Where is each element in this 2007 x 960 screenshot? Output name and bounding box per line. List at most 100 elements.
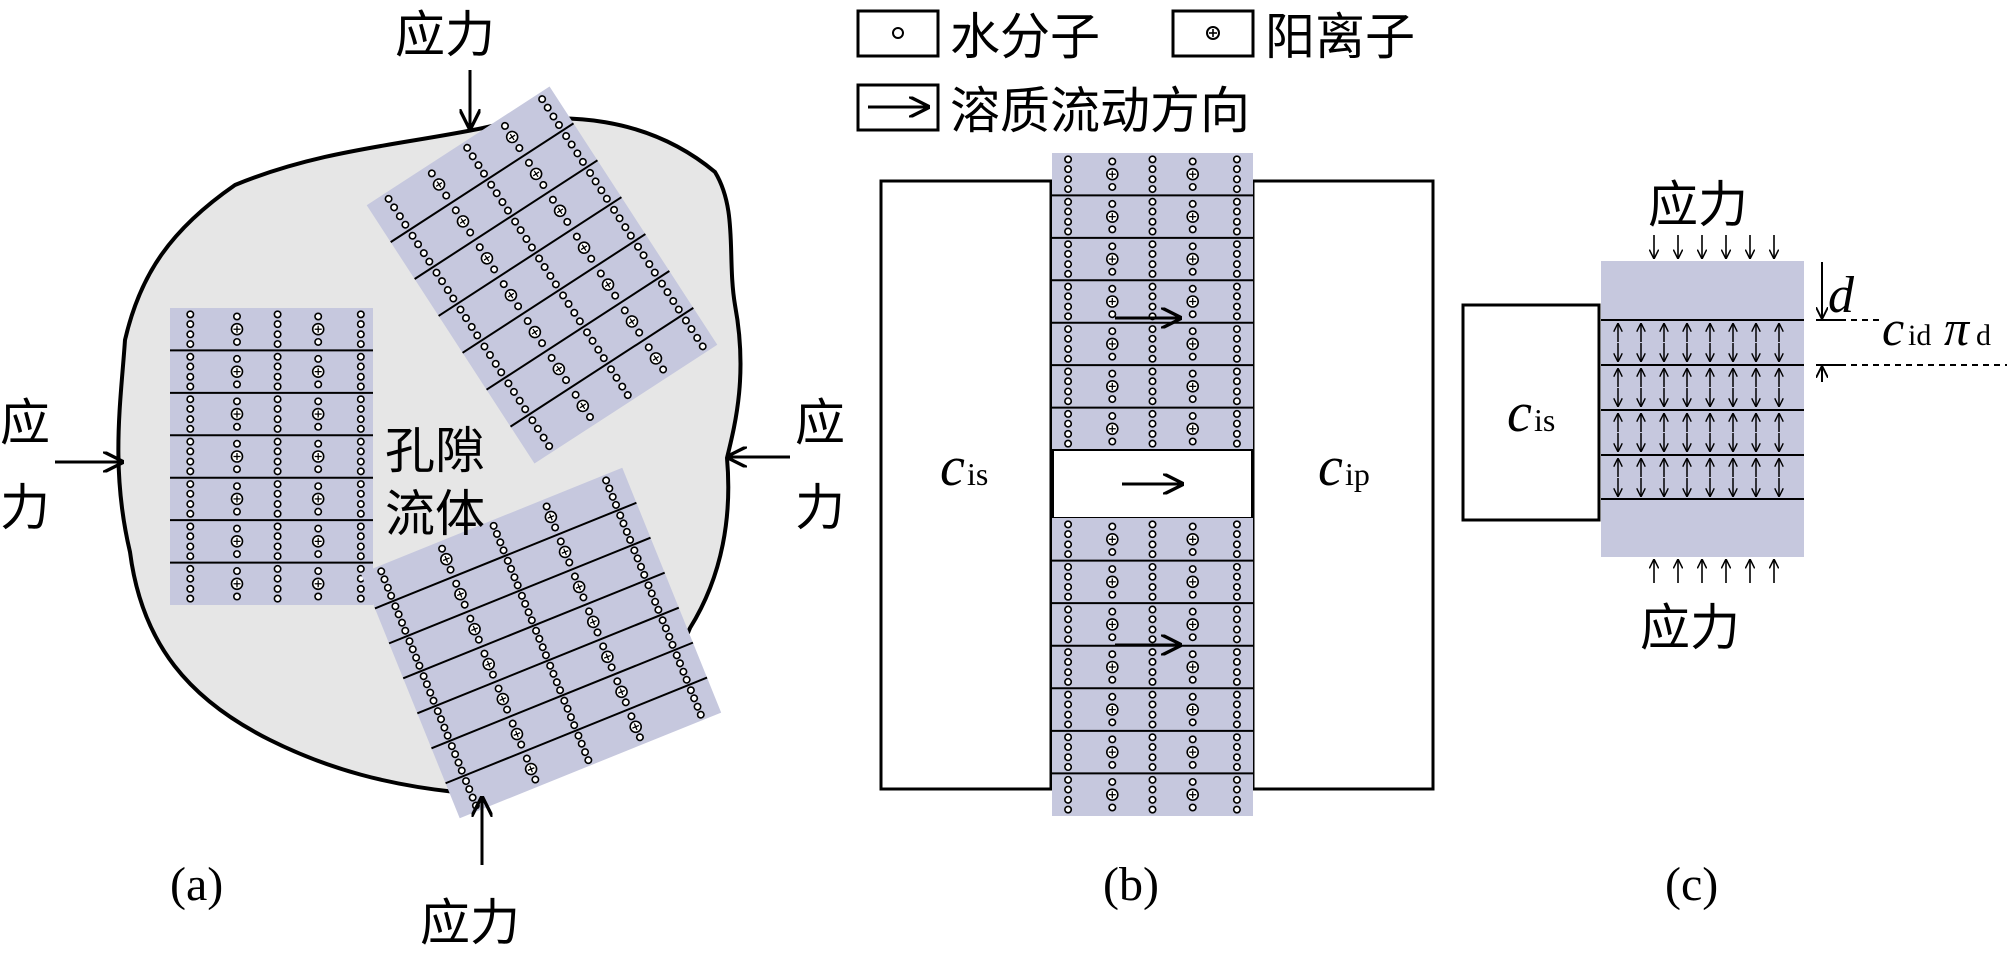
water-molecule bbox=[232, 312, 241, 321]
panel-b: c is c ip (b) bbox=[879, 153, 1435, 911]
water-molecule bbox=[1148, 302, 1157, 311]
cation bbox=[1106, 703, 1119, 716]
water-molecule bbox=[463, 143, 472, 152]
clay-background bbox=[1052, 153, 1253, 450]
water-molecule bbox=[1064, 217, 1073, 226]
water-molecule bbox=[1108, 242, 1117, 251]
water-molecule bbox=[408, 645, 417, 654]
cation bbox=[1106, 660, 1119, 674]
water-molecule bbox=[1232, 409, 1241, 418]
water-molecule bbox=[1232, 805, 1241, 814]
water-molecule bbox=[1188, 548, 1197, 557]
water-molecule bbox=[552, 678, 561, 687]
water-molecule bbox=[616, 511, 625, 520]
water-molecule bbox=[1188, 803, 1197, 812]
water-molecule bbox=[186, 320, 195, 329]
water-molecule bbox=[1064, 615, 1073, 624]
water-molecule bbox=[1232, 720, 1241, 729]
water-molecule bbox=[1148, 439, 1157, 448]
caption-c: (c) bbox=[1665, 858, 1718, 911]
water-molecule bbox=[657, 279, 666, 288]
water-molecule bbox=[186, 574, 195, 583]
water-molecule bbox=[672, 651, 681, 660]
cation bbox=[528, 325, 542, 339]
cation bbox=[230, 535, 244, 548]
water-molecule bbox=[1188, 310, 1197, 319]
water-molecule bbox=[1064, 269, 1073, 278]
water-molecule bbox=[394, 610, 403, 619]
water-molecule bbox=[542, 502, 551, 511]
water-molecule bbox=[380, 575, 389, 584]
cation bbox=[510, 727, 524, 741]
water-molecule bbox=[503, 556, 512, 565]
water-molecule bbox=[492, 529, 501, 538]
cation bbox=[1186, 210, 1199, 223]
water-molecule bbox=[489, 521, 498, 530]
cation bbox=[1186, 703, 1199, 716]
water-molecule bbox=[186, 310, 195, 319]
cation bbox=[601, 650, 614, 664]
water-molecule bbox=[517, 591, 526, 600]
clay-sheet bbox=[416, 606, 680, 715]
water-molecule bbox=[1108, 199, 1117, 208]
water-molecule bbox=[1108, 225, 1117, 234]
water-molecule bbox=[571, 390, 580, 399]
water-molecule bbox=[521, 599, 530, 608]
bulk-solution-box bbox=[1461, 303, 1601, 522]
water-molecule bbox=[1148, 540, 1157, 549]
water-molecule bbox=[636, 562, 645, 571]
water-molecule bbox=[1108, 352, 1117, 361]
water-molecule bbox=[622, 527, 631, 536]
water-molecule bbox=[1064, 520, 1073, 529]
water-molecule bbox=[1064, 165, 1073, 174]
water-molecule bbox=[1064, 540, 1073, 549]
water-molecule bbox=[1232, 165, 1241, 174]
cation bbox=[553, 204, 567, 218]
cation bbox=[311, 365, 325, 378]
water-molecule bbox=[1148, 227, 1157, 236]
water-molecule bbox=[509, 387, 518, 396]
water-molecule bbox=[186, 542, 195, 551]
water-molecule bbox=[626, 231, 635, 240]
water-molecule bbox=[356, 415, 365, 424]
water-molecule bbox=[232, 550, 241, 559]
water-molecule bbox=[1188, 735, 1197, 744]
water-molecule bbox=[356, 362, 365, 371]
water-molecule bbox=[1148, 795, 1157, 804]
water-molecule bbox=[496, 538, 505, 547]
water-molecule bbox=[1064, 345, 1073, 354]
cation bbox=[456, 215, 470, 228]
water-molecule bbox=[1232, 269, 1241, 278]
cation bbox=[577, 241, 591, 254]
water-molecule bbox=[1064, 710, 1073, 719]
water-molecule bbox=[232, 592, 241, 601]
cation bbox=[1106, 295, 1119, 308]
water-molecule bbox=[503, 705, 512, 714]
water-molecule bbox=[314, 592, 323, 601]
water-molecule bbox=[1232, 540, 1241, 549]
stress-label-top: 应力 bbox=[395, 6, 495, 64]
water-molecule bbox=[425, 257, 434, 266]
water-molecule bbox=[273, 509, 282, 518]
water-molecule bbox=[635, 328, 644, 337]
cation bbox=[496, 692, 510, 706]
water-molecule bbox=[314, 550, 323, 559]
water-molecule bbox=[1188, 692, 1197, 701]
water-molecule bbox=[538, 643, 547, 652]
water-molecule bbox=[273, 564, 282, 573]
c-is-sub-c: is bbox=[1534, 402, 1555, 438]
cation bbox=[1186, 532, 1199, 546]
water-molecule bbox=[1188, 718, 1197, 727]
water-molecule bbox=[273, 320, 282, 329]
cation bbox=[454, 587, 467, 601]
clay-stack-rotated-upper bbox=[366, 86, 718, 464]
water-molecule bbox=[1232, 753, 1241, 762]
water-molecule bbox=[1148, 207, 1157, 216]
water-molecule bbox=[577, 739, 586, 748]
water-molecule bbox=[356, 310, 365, 319]
water-molecule bbox=[1188, 777, 1197, 786]
water-molecule bbox=[391, 602, 400, 611]
water-molecule bbox=[390, 203, 399, 212]
water-molecule bbox=[1232, 605, 1241, 614]
